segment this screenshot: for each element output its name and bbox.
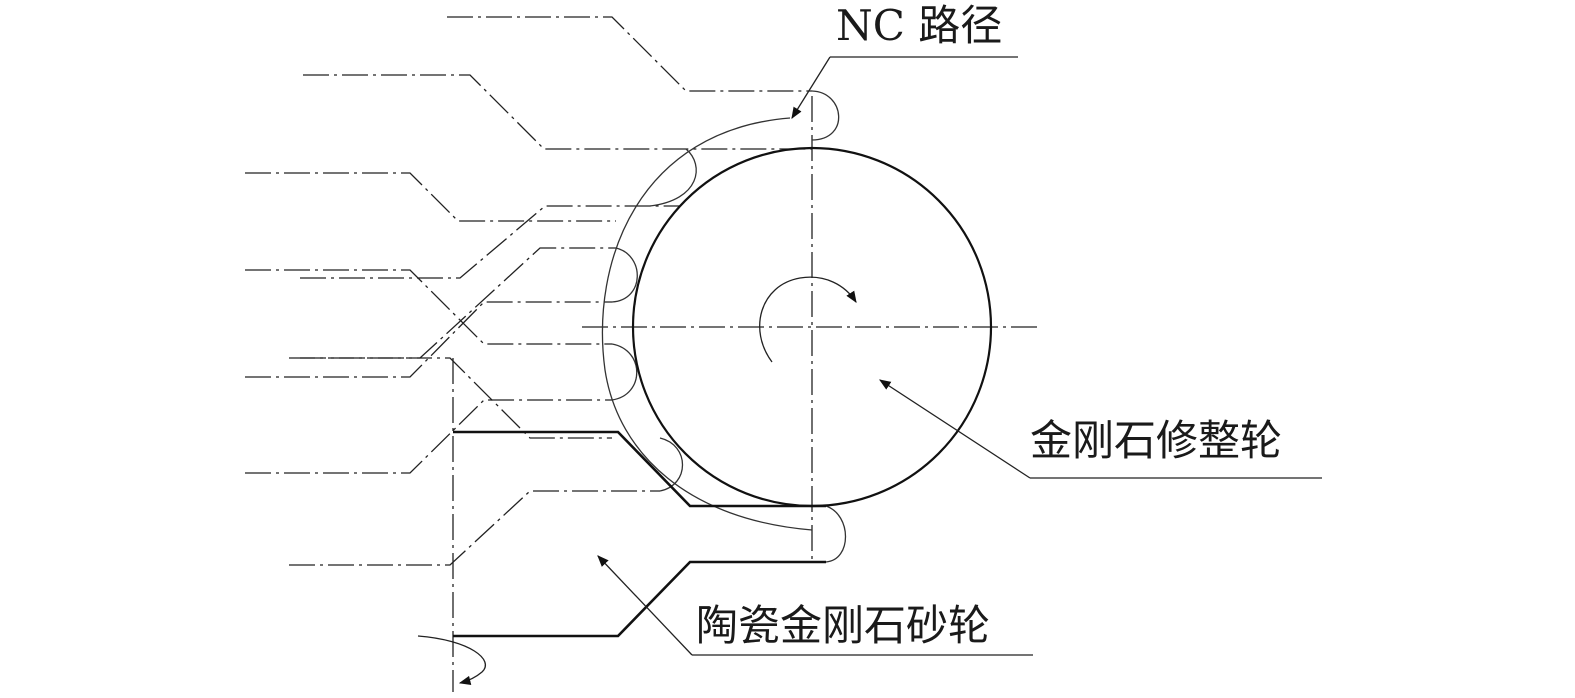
path-lines <box>245 16 812 566</box>
grinding-wheel-profile <box>453 430 826 508</box>
nc-loop-4 <box>659 437 683 492</box>
path-line-5 <box>245 301 612 378</box>
dresser-rotation-arrow-icon <box>759 276 857 363</box>
path-line-2 <box>303 74 812 150</box>
grinding-wheel-label: 陶瓷金刚石砂轮 <box>696 601 990 650</box>
path-line-1 <box>447 16 812 92</box>
leader-lines <box>597 56 1322 656</box>
grinding-wheel-profile-lower <box>453 560 826 638</box>
path-line-10 <box>300 247 616 359</box>
nc-path-leader <box>791 56 831 119</box>
path-line-9 <box>300 205 680 279</box>
path-line-6 <box>289 357 612 439</box>
nc-top-loop <box>811 90 840 141</box>
dresser-label: 金刚石修整轮 <box>1030 416 1282 465</box>
path-line-8 <box>289 490 660 566</box>
nc-loop-3 <box>611 343 638 401</box>
nc-path-label: NC 路径 <box>836 1 1002 50</box>
nc-bottom-loop <box>825 505 847 563</box>
nc-outer-arc <box>601 117 813 531</box>
nc-path-curves <box>601 90 847 563</box>
dresser-leader <box>879 379 1031 479</box>
grinding-wheel-rotation-arrow-icon <box>417 635 487 685</box>
path-line-7 <box>245 399 612 474</box>
nc-loop-1 <box>649 148 697 207</box>
path-line-4 <box>245 269 612 345</box>
grinding-wheel-leader <box>597 555 693 656</box>
nc-loop-2 <box>611 247 638 303</box>
path-line-3 <box>245 172 616 222</box>
